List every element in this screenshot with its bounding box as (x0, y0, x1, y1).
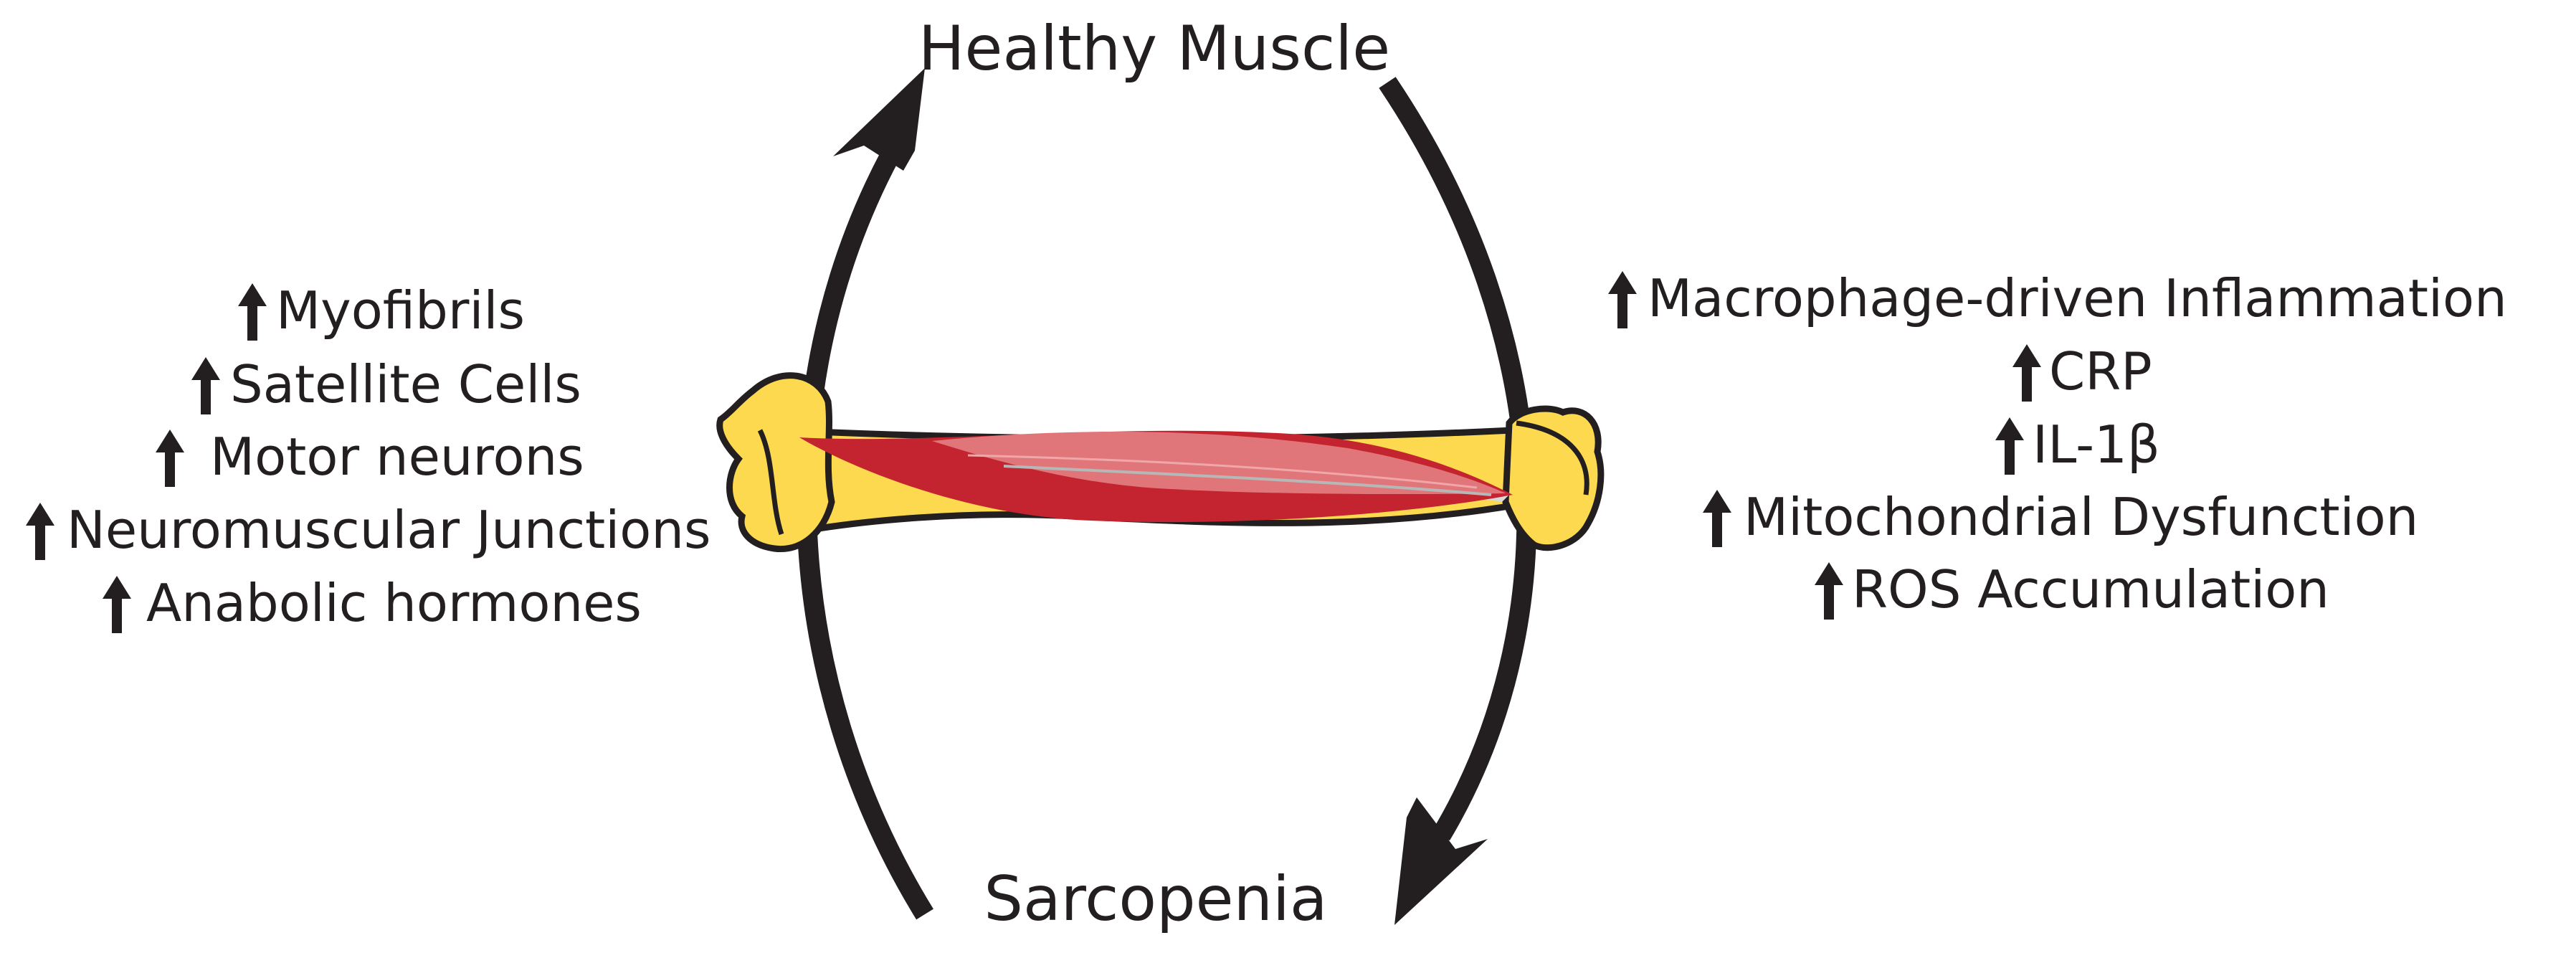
left-factor-list: Myofibrils Satellite Cells Motor neurons… (26, 280, 711, 633)
right-factor-list: Macrophage-driven Inflammation CRP IL-1β… (1608, 268, 2507, 620)
healthy-muscle-label: Healthy Muscle (918, 13, 1390, 85)
up-arrow-icon (1703, 490, 1731, 547)
right-factor-item: Macrophage-driven Inflammation (1648, 268, 2507, 328)
up-arrow-icon (103, 576, 131, 633)
right-factor-item: IL-1β (2033, 414, 2160, 475)
left-factor-item: Satellite Cells (230, 354, 581, 414)
right-factor-item: ROS Accumulation (1852, 559, 2329, 620)
left-factor-item: Anabolic hormones (146, 573, 642, 633)
up-arrow-icon (1995, 417, 2024, 475)
up-arrow-icon (238, 283, 267, 341)
left-factor-item: Motor neurons (210, 427, 584, 487)
up-arrow-icon (191, 357, 220, 414)
bone-muscle-illustration (716, 372, 1605, 553)
sarcopenia-label: Sarcopenia (984, 863, 1327, 935)
up-arrow-icon (26, 503, 54, 560)
right-factor-item: Mitochondrial Dysfunction (1744, 487, 2418, 547)
right-factor-item: CRP (2049, 341, 2152, 402)
up-arrow-icon (2012, 344, 2041, 402)
left-factor-item: Neuromuscular Junctions (67, 500, 711, 560)
up-arrow-icon (1608, 271, 1637, 328)
left-arrowhead-icon (833, 68, 925, 171)
up-arrow-icon (156, 430, 184, 487)
right-arrowhead-icon (1394, 797, 1488, 925)
left-factor-item: Myofibrils (276, 280, 525, 341)
up-arrow-icon (1815, 562, 1843, 620)
